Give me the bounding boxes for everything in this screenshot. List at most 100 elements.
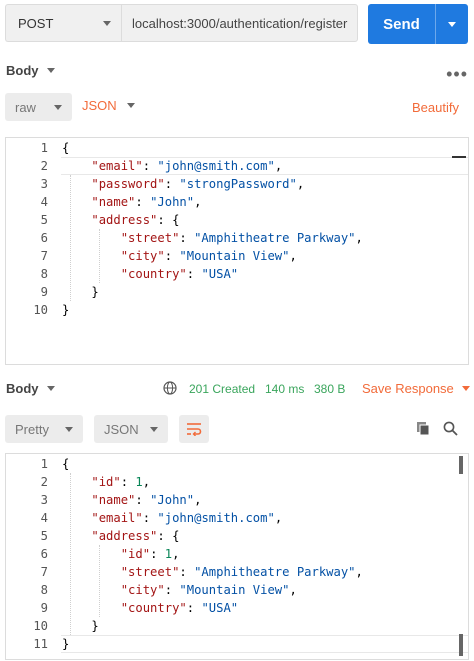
response-body-viewer[interactable]: 1{2 "id": 1,3 "name": "John",4 "email": … xyxy=(5,453,469,660)
line-number: 9 xyxy=(40,285,48,299)
line-text: "city": "Mountain View", xyxy=(62,247,297,265)
body-format-label: JSON xyxy=(82,98,117,113)
code-line: 9 } xyxy=(6,283,468,301)
search-icon[interactable] xyxy=(441,419,459,437)
beautify-button[interactable]: Beautify xyxy=(412,100,459,115)
code-line: 4 "name": "John", xyxy=(6,193,468,211)
line-number: 3 xyxy=(40,493,48,507)
send-button[interactable]: Send xyxy=(368,4,468,44)
view-mode-label: Pretty xyxy=(15,421,49,437)
request-body-editor[interactable]: 1{2 "email": "john@smith.com",3 "passwor… xyxy=(5,137,469,365)
code-token: , xyxy=(355,565,363,579)
code-token: } xyxy=(62,637,70,651)
code-token: : xyxy=(150,547,165,561)
code-line: 11} xyxy=(6,635,468,653)
scrollbar-thumb[interactable] xyxy=(459,634,463,656)
line-number: 6 xyxy=(40,547,48,561)
chevron-down-icon xyxy=(46,386,55,391)
chevron-down-icon xyxy=(54,104,62,110)
request-body-toggle[interactable]: Body xyxy=(6,63,55,78)
response-size[interactable]: 380 B xyxy=(314,382,346,396)
chevron-down-icon xyxy=(65,426,73,432)
line-text: "id": 1, xyxy=(62,473,150,491)
code-token: { xyxy=(62,457,70,471)
code-token: 1 xyxy=(164,547,173,561)
body-format-select[interactable]: JSON xyxy=(82,98,135,113)
save-response-button[interactable]: Save Response xyxy=(362,381,470,396)
line-text: "street": "Amphitheatre Parkway", xyxy=(62,563,363,581)
more-icon[interactable]: ••• xyxy=(446,64,468,84)
response-status[interactable]: 201 Created xyxy=(189,382,256,396)
line-number: 3 xyxy=(40,177,48,191)
line-text: "country": "USA" xyxy=(62,265,238,283)
line-text: "name": "John", xyxy=(62,193,201,211)
code-token: : xyxy=(120,475,136,489)
line-number: 10 xyxy=(33,619,48,633)
code-token: "name" xyxy=(91,195,136,209)
code-token: : xyxy=(179,231,195,245)
save-response-label: Save Response xyxy=(362,381,454,396)
line-number: 4 xyxy=(40,195,48,209)
method-select[interactable]: POST xyxy=(5,4,121,42)
code-line: 8 "country": "USA" xyxy=(6,265,468,283)
code-token xyxy=(62,177,91,191)
code-token: , xyxy=(194,195,202,209)
active-line-highlight xyxy=(61,157,468,175)
code-token: : xyxy=(179,565,195,579)
code-token: "email" xyxy=(91,159,143,173)
line-text: "name": "John", xyxy=(62,491,201,509)
code-token: , xyxy=(142,475,151,489)
scrollbar-thumb[interactable] xyxy=(459,456,463,474)
response-format-select[interactable]: JSON xyxy=(94,415,168,443)
code-token: : { xyxy=(157,529,180,543)
code-token: "USA" xyxy=(201,267,239,281)
line-number: 5 xyxy=(40,529,48,543)
code-token: "Amphitheatre Parkway" xyxy=(194,231,356,245)
line-number: 1 xyxy=(40,457,48,471)
code-token: "john@smith.com" xyxy=(157,511,275,525)
line-number: 8 xyxy=(40,267,48,281)
send-options-button[interactable] xyxy=(436,21,468,27)
code-line: 9 "country": "USA" xyxy=(6,599,468,617)
copy-icon[interactable] xyxy=(414,419,432,437)
code-token xyxy=(62,493,91,507)
code-token: , xyxy=(172,547,180,561)
code-token: "address" xyxy=(91,213,158,227)
code-token: "city" xyxy=(120,249,165,263)
url-input[interactable]: localhost:3000/authentication/register xyxy=(121,4,358,42)
code-line: 4 "email": "john@smith.com", xyxy=(6,509,468,527)
code-line: 3 "password": "strongPassword", xyxy=(6,175,468,193)
line-text: "password": "strongPassword", xyxy=(62,175,304,193)
line-text: "id": 1, xyxy=(62,545,180,563)
globe-icon[interactable] xyxy=(162,380,178,396)
code-line: 6 "street": "Amphitheatre Parkway", xyxy=(6,229,468,247)
line-text: { xyxy=(62,455,69,473)
code-token xyxy=(62,511,91,525)
code-token: "Amphitheatre Parkway" xyxy=(194,565,356,579)
line-text: "address": { xyxy=(62,211,179,229)
indent-guide xyxy=(99,545,100,617)
code-token: : xyxy=(142,511,158,525)
view-mode-select[interactable]: Pretty xyxy=(5,415,83,443)
line-number: 10 xyxy=(33,303,48,317)
wrap-lines-icon[interactable] xyxy=(179,415,209,443)
code-line: 1{ xyxy=(6,139,468,157)
code-token: "strongPassword" xyxy=(179,177,297,191)
response-body-toggle[interactable]: Body xyxy=(6,381,55,396)
code-line: 10 } xyxy=(6,617,468,635)
code-token: "id" xyxy=(120,547,151,561)
scroll-marker xyxy=(452,156,466,158)
code-token: : xyxy=(135,493,151,507)
code-token: : xyxy=(164,177,180,191)
chevron-down-icon xyxy=(126,103,135,108)
code-line: 1{ xyxy=(6,455,468,473)
code-token xyxy=(62,529,91,543)
response-time[interactable]: 140 ms xyxy=(265,382,305,396)
code-token: } xyxy=(62,285,99,299)
code-token: , xyxy=(289,583,297,597)
line-text: } xyxy=(62,301,69,319)
line-text: "address": { xyxy=(62,527,179,545)
line-text: "city": "Mountain View", xyxy=(62,581,297,599)
body-mode-select[interactable]: raw xyxy=(5,93,72,121)
code-token: "USA" xyxy=(201,601,239,615)
